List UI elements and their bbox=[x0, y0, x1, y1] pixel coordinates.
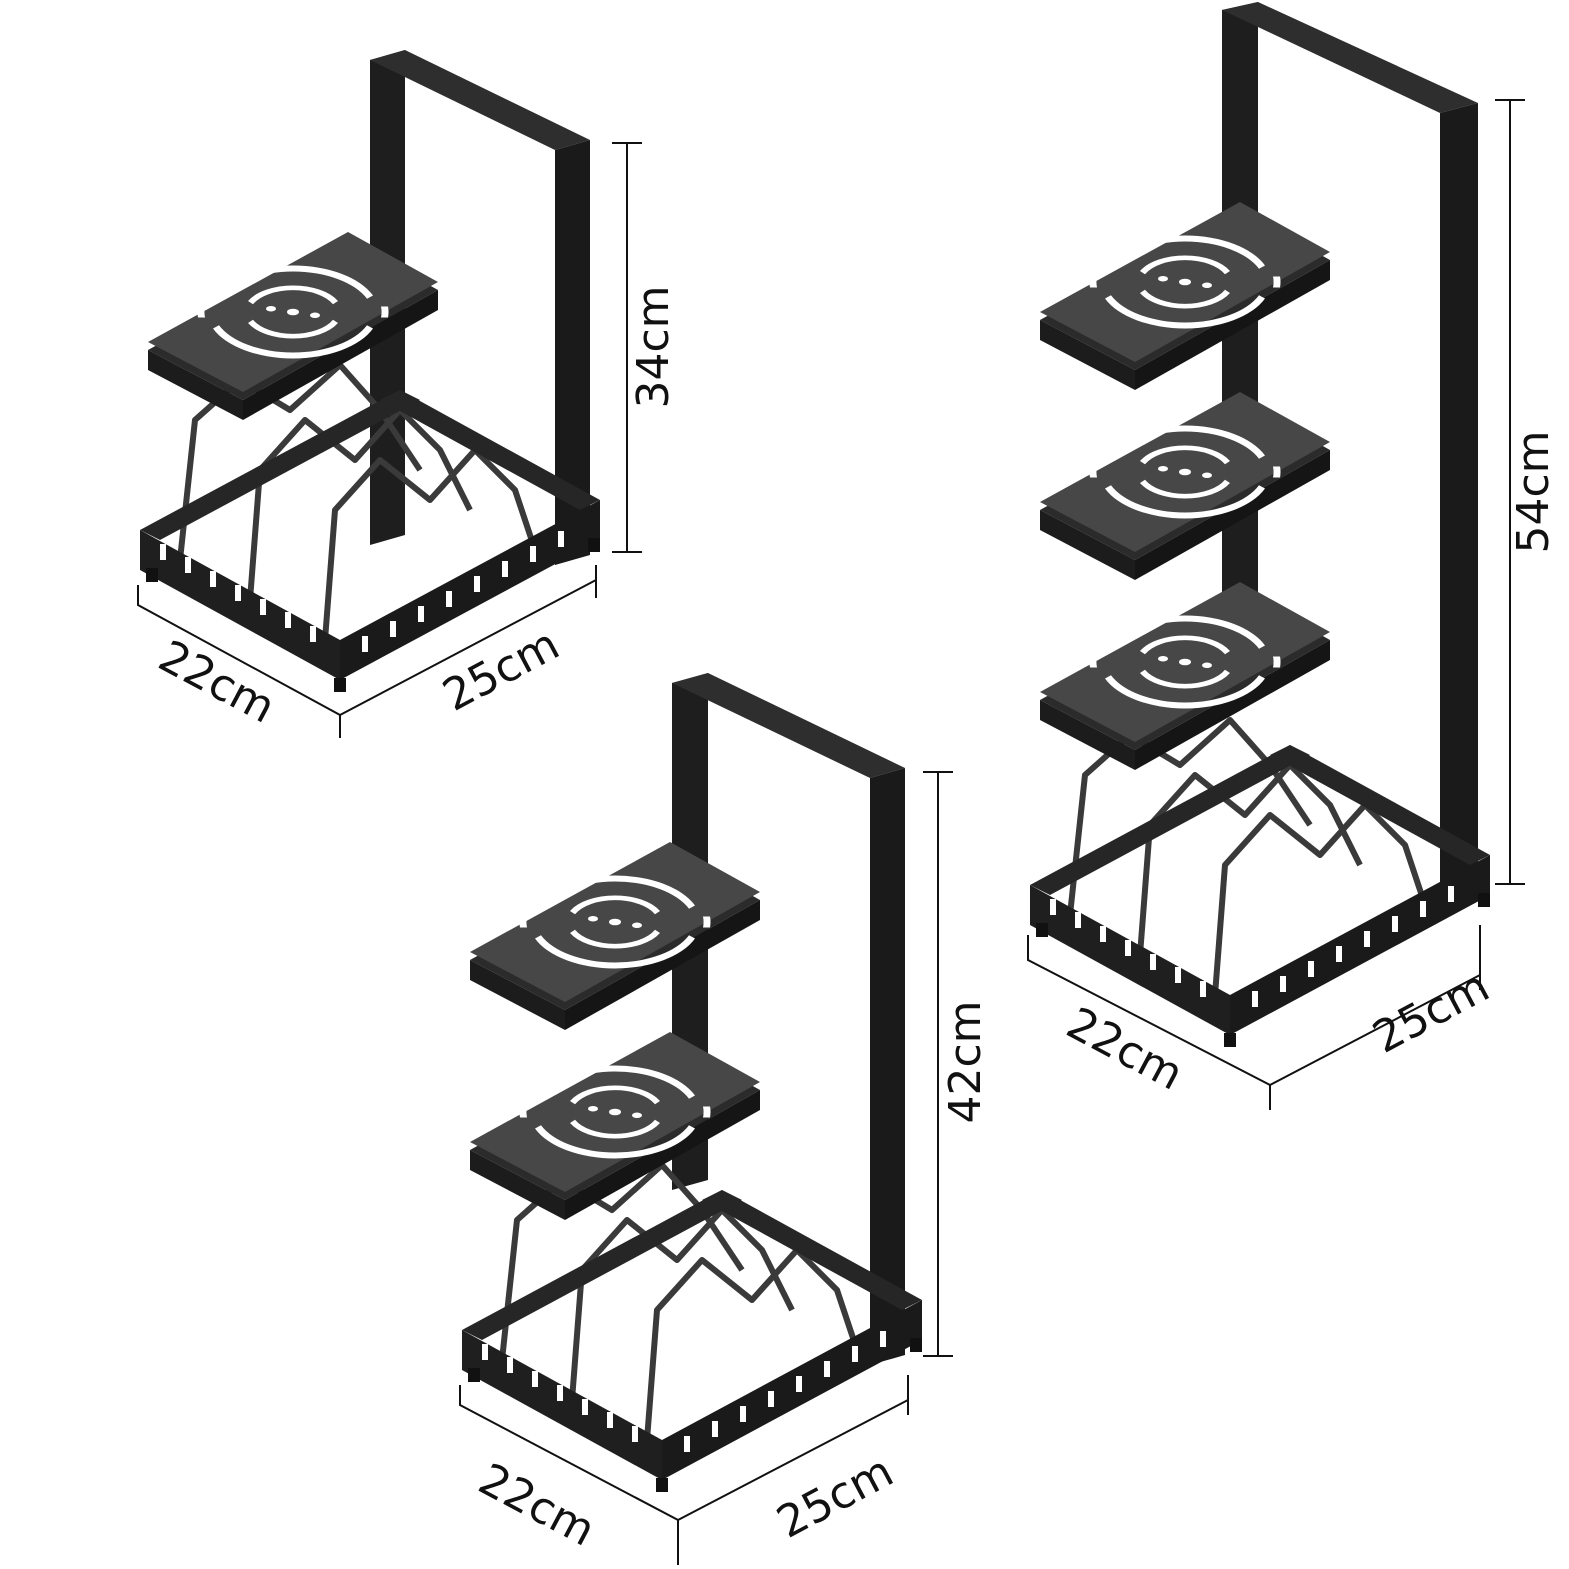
footprint-dimensions bbox=[137, 565, 597, 738]
rack-shelf-3 bbox=[1040, 582, 1330, 770]
height-dimension bbox=[923, 771, 953, 1357]
footprint-dimensions bbox=[459, 1375, 909, 1565]
width-label: 22cm bbox=[151, 631, 284, 734]
depth-label: 25cm bbox=[1365, 961, 1498, 1064]
rack-shelf-2 bbox=[1040, 392, 1330, 580]
rack-two-shelf: 42cm 22cm 25cm bbox=[459, 673, 991, 1565]
footprint-dimensions bbox=[1027, 925, 1481, 1110]
rack-one-shelf: 34cm 22cm 25cm bbox=[137, 50, 679, 738]
depth-label: 25cm bbox=[435, 619, 568, 722]
height-dimension bbox=[612, 142, 642, 553]
height-label: 54cm bbox=[1508, 430, 1559, 553]
height-dimension bbox=[1495, 99, 1525, 885]
height-label: 34cm bbox=[628, 285, 679, 408]
rack-shelf-1 bbox=[470, 842, 760, 1030]
width-label: 22cm bbox=[1059, 998, 1192, 1101]
rack-shelf-2 bbox=[470, 1032, 760, 1220]
rack-three-shelf: 54cm 22cm 25cm bbox=[1027, 2, 1559, 1110]
height-label: 42cm bbox=[940, 1000, 991, 1123]
rack-shelf-1 bbox=[1040, 202, 1330, 390]
